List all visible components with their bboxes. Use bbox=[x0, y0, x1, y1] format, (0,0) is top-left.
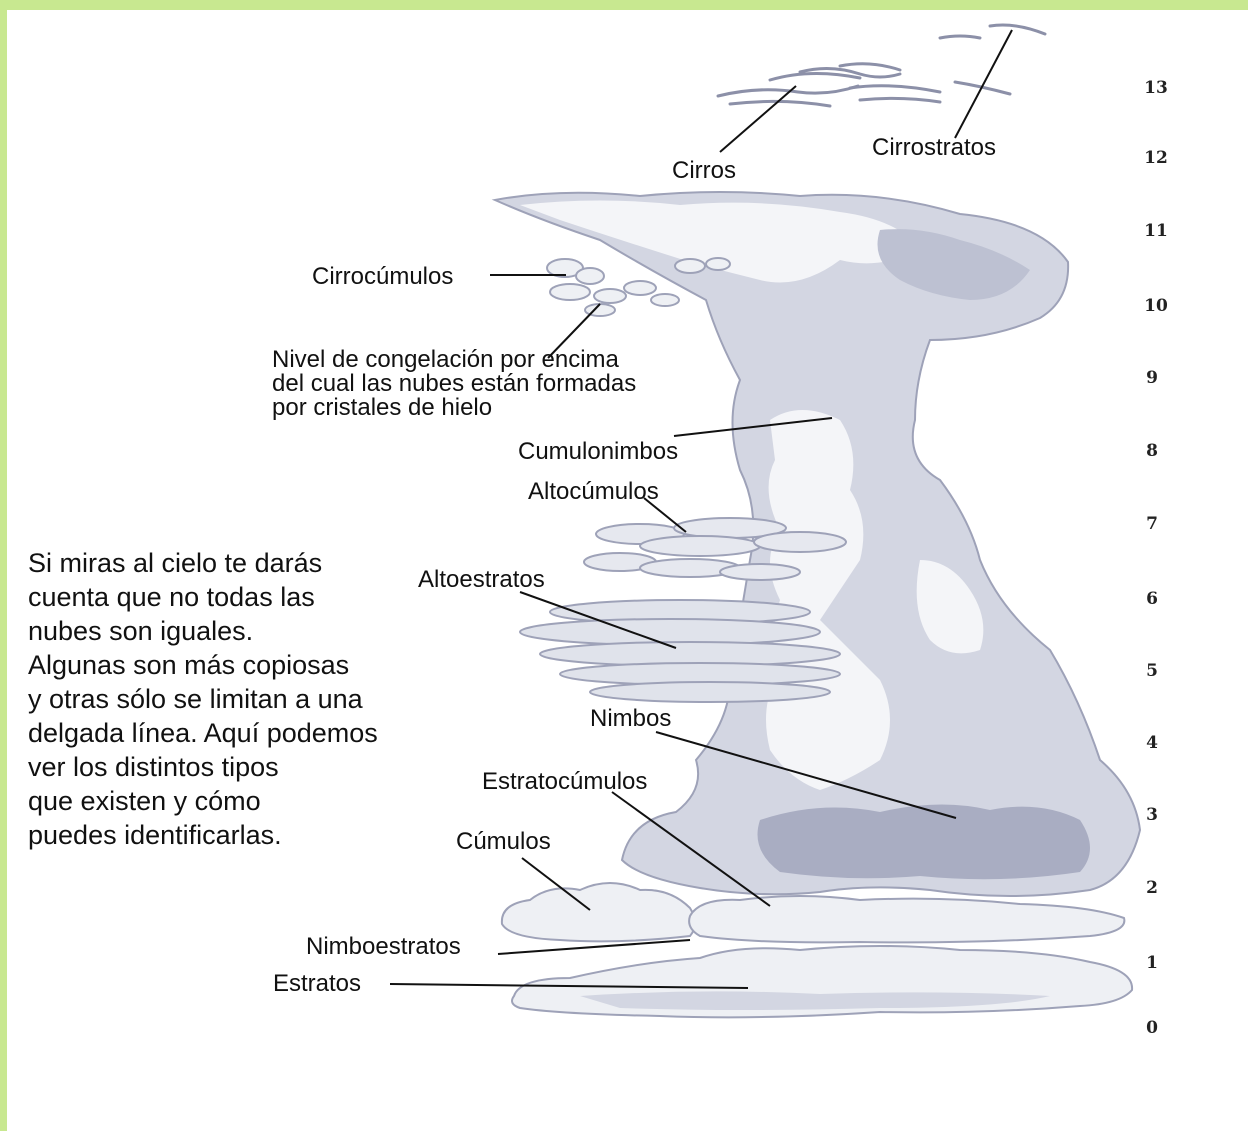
altitude-tick-8: 8 bbox=[1146, 441, 1158, 461]
altitude-tick-5: 5 bbox=[1146, 661, 1158, 681]
altitude-tick-13: 13 bbox=[1144, 78, 1168, 98]
cirrostratus-wisps bbox=[940, 25, 1045, 94]
altitude-tick-7: 7 bbox=[1146, 514, 1158, 534]
label-altocumulos: Altocúmulos bbox=[528, 478, 659, 505]
label-estratocumulos: Estratocúmulos bbox=[482, 768, 647, 795]
label-nimbos: Nimbos bbox=[590, 705, 671, 732]
altitude-tick-11: 11 bbox=[1144, 221, 1168, 241]
label-cirrostratos: Cirrostratos bbox=[872, 134, 996, 161]
label-estratos: Estratos bbox=[273, 970, 361, 997]
altitude-tick-10: 10 bbox=[1144, 296, 1168, 316]
altitude-tick-12: 12 bbox=[1144, 148, 1168, 168]
cirrus-wisps bbox=[718, 64, 940, 106]
altostratus-cloud bbox=[520, 600, 840, 702]
stratus-cloud bbox=[512, 946, 1132, 1017]
freeze-label-line1: Nivel de congelación por encima bbox=[272, 346, 620, 373]
label-nimboestratos: Nimboestratos bbox=[306, 933, 461, 960]
label-altoestratos: Altoestratos bbox=[418, 566, 545, 593]
altitude-tick-1: 1 bbox=[1146, 953, 1158, 973]
freeze-label-line3: por cristales de hielo bbox=[272, 394, 492, 421]
altitude-tick-2: 2 bbox=[1146, 878, 1158, 898]
altitude-tick-0: 0 bbox=[1146, 1018, 1158, 1038]
label-cumulos: Cúmulos bbox=[456, 828, 551, 855]
stratocumulus-cloud bbox=[689, 896, 1124, 942]
label-cirrocumulos: Cirrocúmulos bbox=[312, 263, 453, 290]
label-cirros: Cirros bbox=[672, 157, 736, 184]
cumulus-cloud bbox=[502, 883, 695, 941]
altitude-tick-9: 9 bbox=[1146, 368, 1158, 388]
altitude-tick-3: 3 bbox=[1146, 805, 1158, 825]
altitude-tick-6: 6 bbox=[1146, 589, 1158, 609]
freeze-label-line2: del cual las nubes están formadas bbox=[272, 370, 636, 397]
label-cumulonimbos: Cumulonimbos bbox=[518, 438, 678, 465]
altitude-scale: 13 12 11 10 9 8 7 6 5 4 3 2 1 0 bbox=[1144, 78, 1168, 1038]
altitude-tick-4: 4 bbox=[1146, 733, 1158, 753]
